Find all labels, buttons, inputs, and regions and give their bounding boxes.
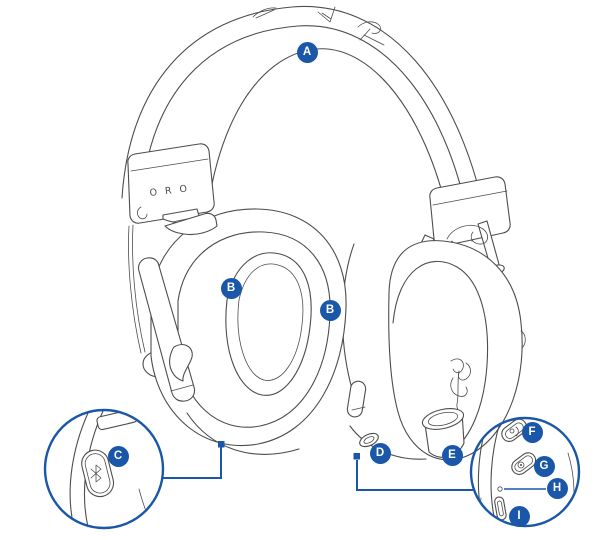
mic-port [359,432,379,448]
callout-i-usb-port: I [508,505,530,527]
right-headband-slider [429,176,511,247]
left-headband-slider: O R O [127,143,215,226]
usb-c-port-icon [497,500,504,517]
detail-circle-left [43,408,165,530]
callout-b-cushion-left: B [220,277,242,299]
razer-wordmark-icon [252,6,385,46]
callout-h-led: H [546,477,568,499]
mic-icon [509,426,519,437]
headset-cable [128,225,142,354]
left-earcup [128,208,347,455]
callout-g-power: G [533,455,555,477]
callout-a-headband: A [296,41,318,63]
detail-circle-right [469,416,581,528]
cable-hook [137,206,148,220]
callout-c-smartswitch: C [107,445,129,467]
power-button[interactable] [509,450,539,478]
smartswitch-button[interactable] [79,447,117,499]
mic-cable-loop [446,225,489,245]
usb-c-port[interactable] [494,496,507,521]
led-indicator-dot [497,486,503,492]
right-earcup [342,240,526,461]
power-icon [517,461,525,469]
slider-marking-label: O R O [149,183,190,199]
yoke-rod-end [346,380,367,418]
mic-mute-button[interactable] [499,416,530,444]
callout-f-mic-mute: F [521,421,543,443]
callout-e-volume-knob: E [441,444,463,466]
callout-d-mic-port: D [369,442,391,464]
hinge [169,344,193,382]
callout-b-cushion-right: B [319,299,341,321]
bluetooth-icon [90,464,102,483]
connector-lines [162,441,473,491]
